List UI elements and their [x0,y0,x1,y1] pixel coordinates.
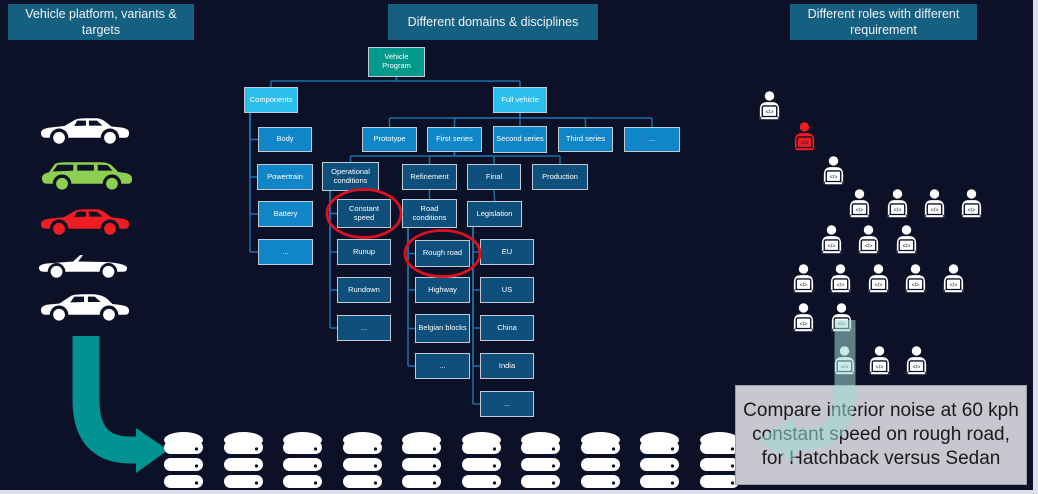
svg-text:</>: </> [931,208,939,214]
svg-text:</>: </> [766,110,774,116]
person-at-laptop-icon: </> [896,225,917,255]
person-at-laptop-icon: </> [924,189,945,219]
tree-node-legislation: Legislation [467,201,522,227]
tree-node-components: Components [244,87,298,113]
tree-node-highway: Highway [415,277,470,303]
flow-arrow-icon [72,336,168,473]
tree-node-constant-speed: Constant speed [337,199,391,228]
header-domains-disciplines: Different domains & disciplines [388,4,598,40]
tree-node-refinement: Refinement [402,164,457,190]
database-icon [521,432,560,488]
svg-text:</>: </> [912,283,920,289]
tree-node-body: Body [258,127,312,152]
person-at-laptop-icon: </> [887,189,908,219]
svg-text:</>: </> [875,283,883,289]
svg-text:</>: </> [968,208,976,214]
person-at-laptop-icon: </> [793,303,814,333]
person-at-laptop-icon: </> [823,156,844,186]
tree-node-first-series: First series [427,127,482,152]
svg-text:</>: </> [800,322,808,328]
person-at-laptop-icon: </> [905,264,926,294]
person-at-laptop-icon-highlighted: </> [794,122,815,152]
tree-node-full-vehicle: Full vehicle [493,87,547,113]
hatchback-car-icon [40,294,130,321]
slide-edge-right [1033,0,1038,494]
svg-text:</>: </> [950,283,958,289]
svg-text:</>: </> [913,365,921,371]
tree-node-rough-road: Rough road [415,240,470,267]
database-icon [342,432,382,488]
person-at-laptop-icon: </> [830,264,851,294]
svg-text:</>: </> [876,365,884,371]
person-at-laptop-icon: </> [793,264,814,294]
person-at-laptop-icon: </> [849,189,870,219]
database-icon [699,432,739,488]
tree-node-belgian-blocks: Belgian blocks [415,314,470,343]
tree-node-dots-operational: ... [337,315,391,341]
database-icon [164,432,203,488]
tree-node-production: Production [532,164,588,190]
tree-node-india: India [480,353,534,379]
svg-text:</>: </> [800,283,808,289]
person-at-laptop-icon: </> [869,346,890,376]
tree-node-eu: EU [480,239,534,265]
database-icon [223,432,263,488]
svg-text:</>: </> [894,208,902,214]
person-at-laptop-icon: </> [906,346,927,376]
header-vehicle-platform: Vehicle platform, variants & targets [8,4,194,40]
person-at-laptop-icon: </> [943,264,964,294]
tree-node-second-series: Second series [493,126,547,153]
person-at-laptop-icon: </> [868,264,889,294]
database-icon [640,432,679,488]
database-icon [461,432,501,488]
svg-text:</>: </> [828,244,836,250]
tree-node-final: Final [467,164,521,190]
svg-text:</>: </> [830,175,838,181]
tree-node-third-series: Third series [558,127,613,152]
tree-node-dots-series: ... [624,127,680,152]
tree-node-us: US [480,277,534,303]
query-callout-arrow-icon [758,320,856,464]
person-at-laptop-icon: </> [858,225,879,255]
svg-text:</>: </> [903,244,911,250]
tree-node-operational-conditions: Operational conditions [322,162,379,191]
tree-node-prototype: Prototype [362,127,417,152]
convertible-car-icon [38,255,128,278]
person-at-laptop-icon: </> [961,189,982,219]
database-icon [402,432,441,488]
tree-node-dots-components: ... [258,239,313,265]
svg-text:</>: </> [856,208,864,214]
suv-car-icon [41,162,133,190]
database-icon [580,432,620,488]
svg-text:</>: </> [865,244,873,250]
tree-node-powertrain: Powertrain [257,164,313,190]
tree-node-china: China [480,315,534,341]
svg-text:</>: </> [801,141,809,147]
tree-node-rundown: Rundown [337,277,391,303]
sport-sedan-car-icon [40,209,130,235]
tree-node-dots-legislation: ... [480,391,534,417]
person-at-laptop-icon: </> [759,91,780,121]
tree-node-vehicle-program: Vehicle Program [368,47,425,77]
database-icon [283,432,322,488]
tree-node-runup: Runup [337,239,391,265]
tree-node-dots-road: ... [415,353,470,379]
svg-text:</>: </> [837,283,845,289]
slide-edge-bottom [0,490,1038,494]
tree-node-road-conditions: Road conditions [402,199,457,228]
tree-node-battery: Battery [258,201,313,227]
sedan-car-icon [40,118,130,144]
person-at-laptop-icon: </> [821,225,842,255]
header-roles-requirements: Different roles with different requireme… [790,4,977,40]
